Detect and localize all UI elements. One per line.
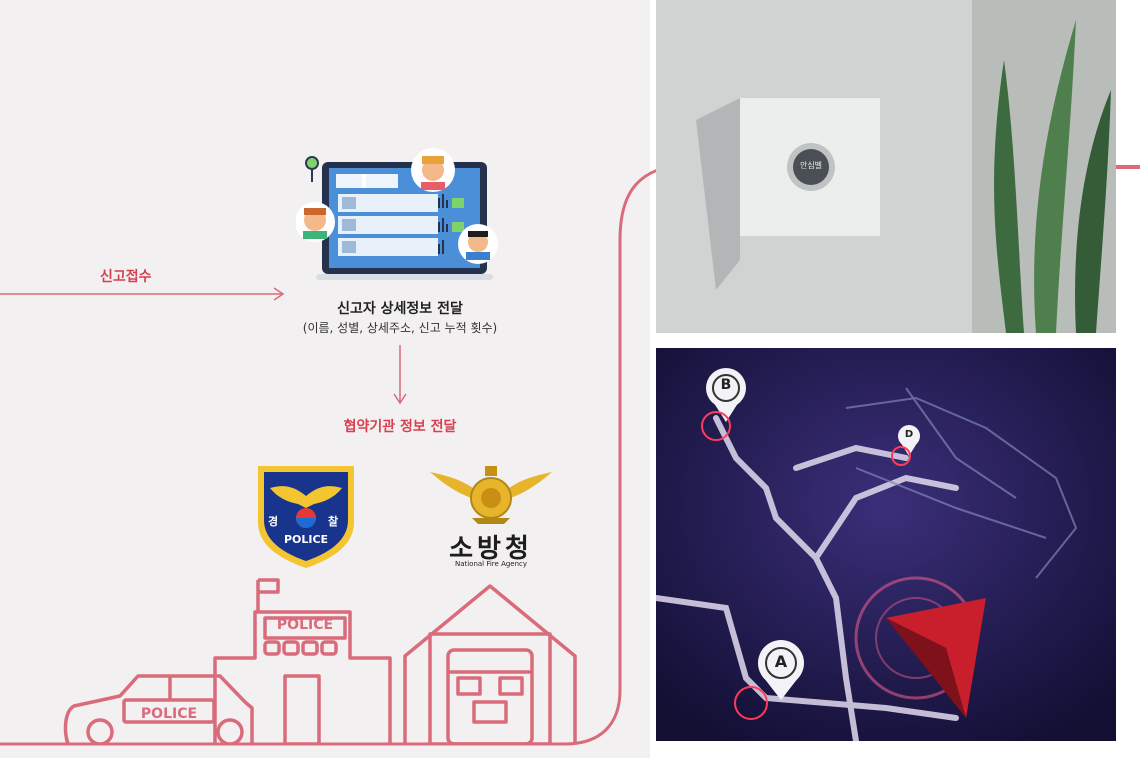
road-north xyxy=(813,474,959,561)
agency-info-label: 협약기관 정보 전달 xyxy=(343,419,457,435)
car-wheel xyxy=(86,718,114,744)
map-marker-d: D xyxy=(904,429,914,440)
safety-bell-button-text: 안심벨 xyxy=(799,161,823,170)
accent-bar xyxy=(1116,165,1140,169)
police-station-outline xyxy=(213,610,392,744)
map-routes xyxy=(656,348,1116,741)
detail-subtitle: (이름, 성별, 상세주소, 신고 누적 횟수) xyxy=(302,321,498,335)
car-wheel xyxy=(216,718,244,744)
person-face-icon xyxy=(411,148,455,192)
road-minor xyxy=(855,467,1047,539)
police-station-sign-text: POLICE xyxy=(276,617,334,633)
panel-curve-border xyxy=(0,168,659,746)
fire-agency-emblem xyxy=(430,466,552,524)
detail-title: 신고자 상세정보 전달 xyxy=(337,301,463,317)
station-door xyxy=(283,674,321,744)
police-station-sign xyxy=(263,616,347,640)
police-badge-right-char: 찰 xyxy=(328,515,339,528)
safety-bell-scene xyxy=(656,0,1116,333)
map-marker-a: A xyxy=(774,652,788,671)
police-car-label-box xyxy=(122,698,216,724)
flag-icon xyxy=(258,578,280,594)
police-badge-left-char: 경 xyxy=(268,515,279,528)
location-pin-icon-a xyxy=(734,640,804,720)
magnifier-icon xyxy=(305,156,319,170)
plant-leaf xyxy=(1034,20,1076,333)
safety-bell-button xyxy=(793,149,829,185)
left-panel xyxy=(0,0,650,758)
police-car-outline xyxy=(63,674,254,744)
report-monitor-illustration xyxy=(296,148,498,280)
fire-station-outline xyxy=(403,584,577,744)
person-face-icon xyxy=(296,202,335,242)
flow-lines xyxy=(0,168,659,746)
navigation-map xyxy=(656,348,1116,741)
person-face-icon xyxy=(458,224,498,264)
map-marker-b: B xyxy=(720,377,732,393)
fire-truck-icon xyxy=(446,648,534,744)
buildings-line-art xyxy=(63,578,577,744)
police-car-label: POLICE xyxy=(140,706,198,722)
plant-leaf xyxy=(1075,90,1111,333)
report-received-label: 신고접수 xyxy=(100,269,152,285)
fire-agency-korean: 소방청 xyxy=(449,534,533,564)
road-upper xyxy=(793,444,909,471)
navigation-arrow-icon xyxy=(886,598,986,718)
location-pin-icon-d xyxy=(891,425,920,466)
road-main xyxy=(713,415,859,741)
police-badge-word: POLICE xyxy=(283,533,329,546)
location-pin-icon-b xyxy=(701,368,746,441)
safety-bell-photo xyxy=(656,0,1116,333)
down-arrow-head xyxy=(393,393,407,405)
station-windows xyxy=(263,640,338,656)
fire-agency-english: National Fire Agency xyxy=(454,560,528,568)
road-minor xyxy=(905,387,1017,499)
fire-station-garage xyxy=(428,632,552,744)
eagle-icon xyxy=(270,486,342,508)
monitor-base xyxy=(316,274,493,280)
plant-leaf xyxy=(994,60,1024,333)
report-arrow-head xyxy=(273,287,285,301)
road-minor xyxy=(845,396,1078,579)
police-badge-logo xyxy=(258,466,354,568)
